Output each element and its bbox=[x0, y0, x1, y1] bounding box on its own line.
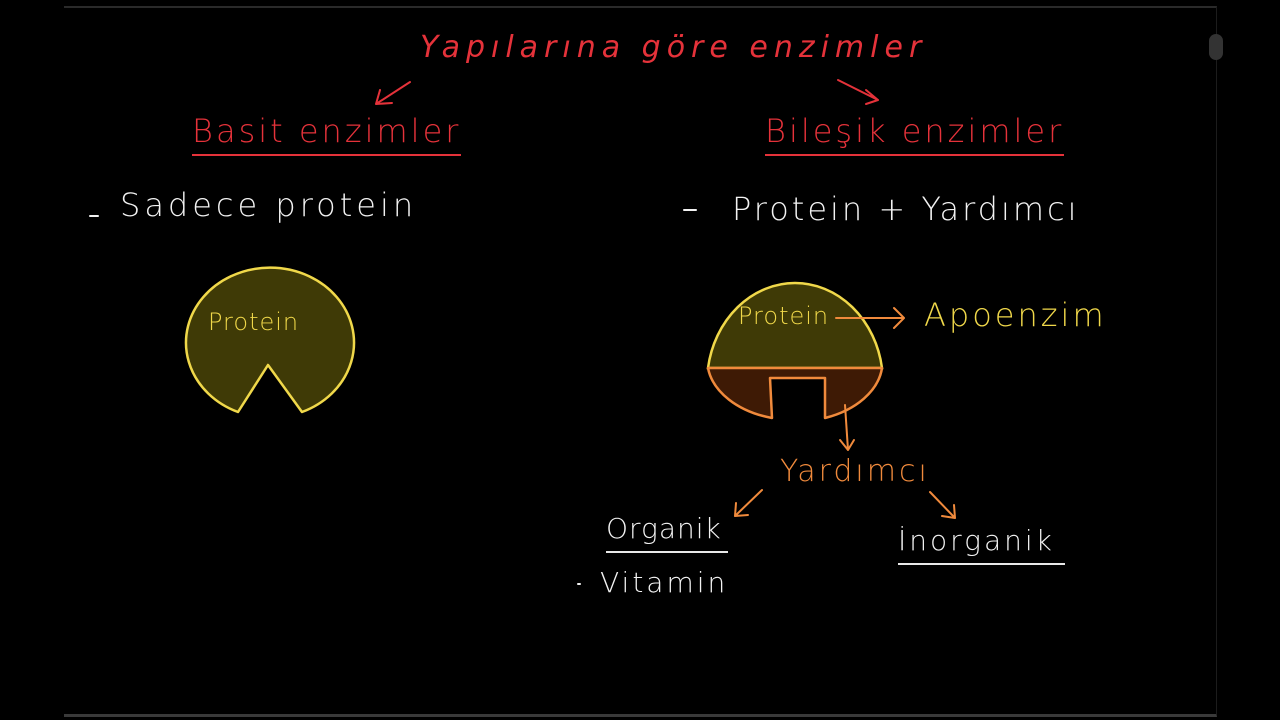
arrow-to-yardimci bbox=[839, 404, 855, 451]
arrow-to-apoenzim bbox=[835, 307, 905, 329]
organik-label: Organik bbox=[606, 512, 728, 553]
arrow-to-organik bbox=[734, 489, 763, 517]
apoenzim-label: Apoenzim bbox=[924, 296, 1107, 334]
arrow-to-bilesik bbox=[837, 79, 879, 105]
compound-enzyme-shape bbox=[706, 281, 884, 420]
bilesik-heading: Bileşik enzimler bbox=[765, 112, 1065, 156]
simple-enzyme-shape bbox=[184, 266, 356, 414]
scrollbar-handle[interactable] bbox=[1209, 34, 1223, 60]
apoenzyme-part bbox=[706, 281, 884, 370]
vitamin-label: Vitamin bbox=[600, 566, 729, 599]
basit-heading: Basit enzimler bbox=[192, 112, 462, 156]
arrow-to-basit bbox=[375, 81, 411, 105]
basit-description: Sadece protein bbox=[120, 186, 418, 224]
simple-enzyme-label: Protein bbox=[208, 308, 300, 336]
yardimci-label: Yardımcı bbox=[780, 454, 930, 489]
inorganik-label: İnorganik bbox=[898, 524, 1065, 565]
bilesik-description: Protein + Yardımcı bbox=[732, 190, 1080, 228]
compound-enzyme-label: Protein bbox=[738, 302, 830, 330]
arrow-to-inorganik bbox=[929, 491, 956, 519]
page-title: Yapılarına göre enzimler bbox=[420, 30, 928, 65]
cofactor-part bbox=[706, 366, 884, 420]
